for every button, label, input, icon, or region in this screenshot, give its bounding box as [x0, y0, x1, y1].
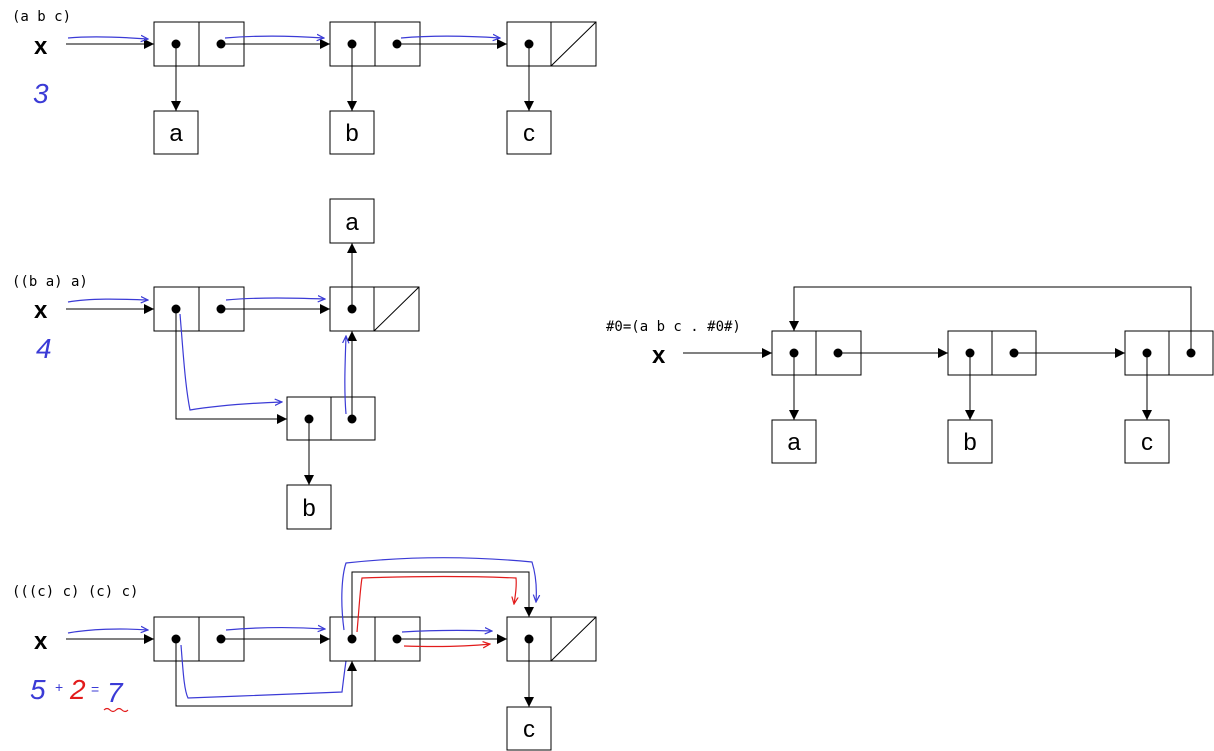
cons-cell-nil	[506, 21, 597, 67]
svg-text:+: +	[55, 679, 63, 695]
blue-trace-arrow	[180, 644, 348, 699]
expression-label: (a b c)	[12, 9, 71, 25]
cons-cell-nil	[506, 616, 597, 662]
symbol-box-b: b	[947, 419, 993, 464]
svg-text:a: a	[787, 429, 801, 456]
variable-x: x	[34, 628, 48, 655]
blue-trace-arrow	[345, 336, 346, 415]
svg-text:c: c	[523, 716, 535, 743]
diagram-3: (((c) c) (c) c) x 5 + 2 = 7	[12, 557, 597, 751]
car-arrow	[175, 639, 357, 707]
svg-text:7: 7	[107, 677, 124, 708]
symbol-box-a: a	[329, 198, 375, 244]
car-arrow	[175, 309, 287, 424]
svg-text:2: 2	[69, 674, 86, 705]
svg-text:c: c	[1141, 429, 1153, 456]
blue-trace-arrow	[225, 298, 325, 300]
expression-label: #0=(a b c . #0#)	[606, 319, 741, 335]
svg-text:b: b	[302, 495, 315, 522]
expression-label: ((b a) a)	[12, 274, 88, 290]
svg-text:a: a	[345, 209, 359, 236]
expression-label: (((c) c) (c) c)	[12, 584, 138, 600]
symbol-box-b: b	[286, 484, 332, 530]
symbol-box-a: a	[153, 110, 199, 155]
blue-trace-arrow	[400, 36, 500, 38]
nil-slash	[550, 616, 597, 662]
blue-trace-arrow	[224, 36, 324, 38]
blue-trace-arrow	[401, 630, 492, 632]
red-underline	[103, 707, 129, 713]
diagram-4: #0=(a b c . #0#) x	[606, 286, 1214, 464]
svg-text:=: =	[91, 681, 99, 697]
cons-cell-nil	[329, 286, 420, 332]
symbol-box-a: a	[771, 419, 817, 464]
variable-x: x	[34, 297, 48, 324]
red-trace-arrow	[356, 575, 516, 633]
handwritten-sum: 5 + 2 = 7	[30, 674, 129, 713]
svg-text:a: a	[169, 120, 183, 147]
svg-text:b: b	[345, 120, 358, 147]
handwritten-count: 3	[33, 78, 49, 109]
blue-trace-arrow	[225, 628, 325, 630]
symbol-box-c: c	[506, 706, 552, 751]
svg-text:b: b	[963, 429, 976, 456]
cons-cell	[1124, 330, 1214, 376]
diagram-1: (a b c) x 3	[12, 9, 597, 155]
symbol-box-b: b	[329, 110, 375, 155]
car-arrow	[351, 571, 534, 639]
blue-trace-arrow	[67, 37, 148, 39]
nil-slash	[550, 21, 597, 67]
symbol-box-c: c	[1124, 419, 1170, 464]
cons-cell	[286, 396, 376, 441]
cons-cell	[771, 330, 862, 376]
red-trace-arrow	[403, 644, 490, 647]
cons-cell	[329, 21, 421, 67]
symbol-box-c: c	[506, 110, 552, 155]
handwritten-count: 4	[36, 333, 52, 364]
svg-text:c: c	[523, 120, 535, 147]
variable-x: x	[34, 33, 48, 60]
blue-trace-arrow	[341, 557, 537, 631]
diagram-2: ((b a) a) x 4 a	[12, 198, 420, 530]
nil-slash	[373, 286, 420, 332]
variable-x: x	[652, 342, 666, 369]
blue-trace-arrow	[67, 299, 148, 302]
circular-cdr-arrow	[789, 286, 1192, 353]
blue-trace-arrow	[179, 313, 282, 411]
blue-trace-arrow	[67, 629, 148, 634]
svg-text:5: 5	[30, 674, 46, 705]
